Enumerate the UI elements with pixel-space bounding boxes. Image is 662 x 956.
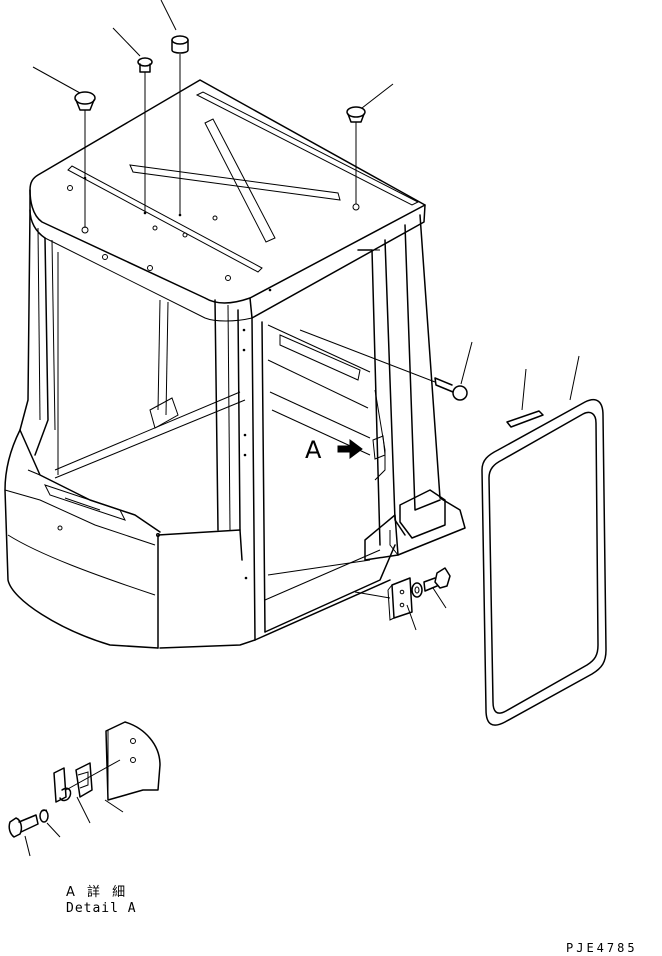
detail-title-jp: A 詳 細 xyxy=(66,885,130,900)
side-mount-bolt xyxy=(300,330,467,400)
roof-cap-left xyxy=(75,92,95,228)
window-seal-weatherstrip xyxy=(482,400,606,725)
detail-a-bolt xyxy=(9,815,38,837)
roof-plug xyxy=(172,36,188,214)
cab-frame xyxy=(5,210,465,648)
roof-cap-right xyxy=(347,107,365,204)
drawing-code: PJE4785 xyxy=(566,941,638,955)
hinge-bracket xyxy=(355,578,412,620)
roof-panel xyxy=(30,80,425,321)
washer xyxy=(412,583,422,597)
detail-a-bracket xyxy=(106,722,160,800)
leader-lines xyxy=(25,0,579,856)
detail-a-latch xyxy=(76,763,92,797)
seal-strip-piece xyxy=(507,411,543,427)
roof-bolt-holes xyxy=(68,176,360,292)
detail-title-en: Detail A xyxy=(66,901,137,916)
view-label-a: A xyxy=(305,436,322,464)
detail-a-lockwasher xyxy=(40,810,48,822)
roof-bolt xyxy=(138,58,152,212)
hex-bolt xyxy=(424,568,450,591)
detail-a-stopper xyxy=(54,760,120,802)
view-arrow-a xyxy=(338,436,385,459)
